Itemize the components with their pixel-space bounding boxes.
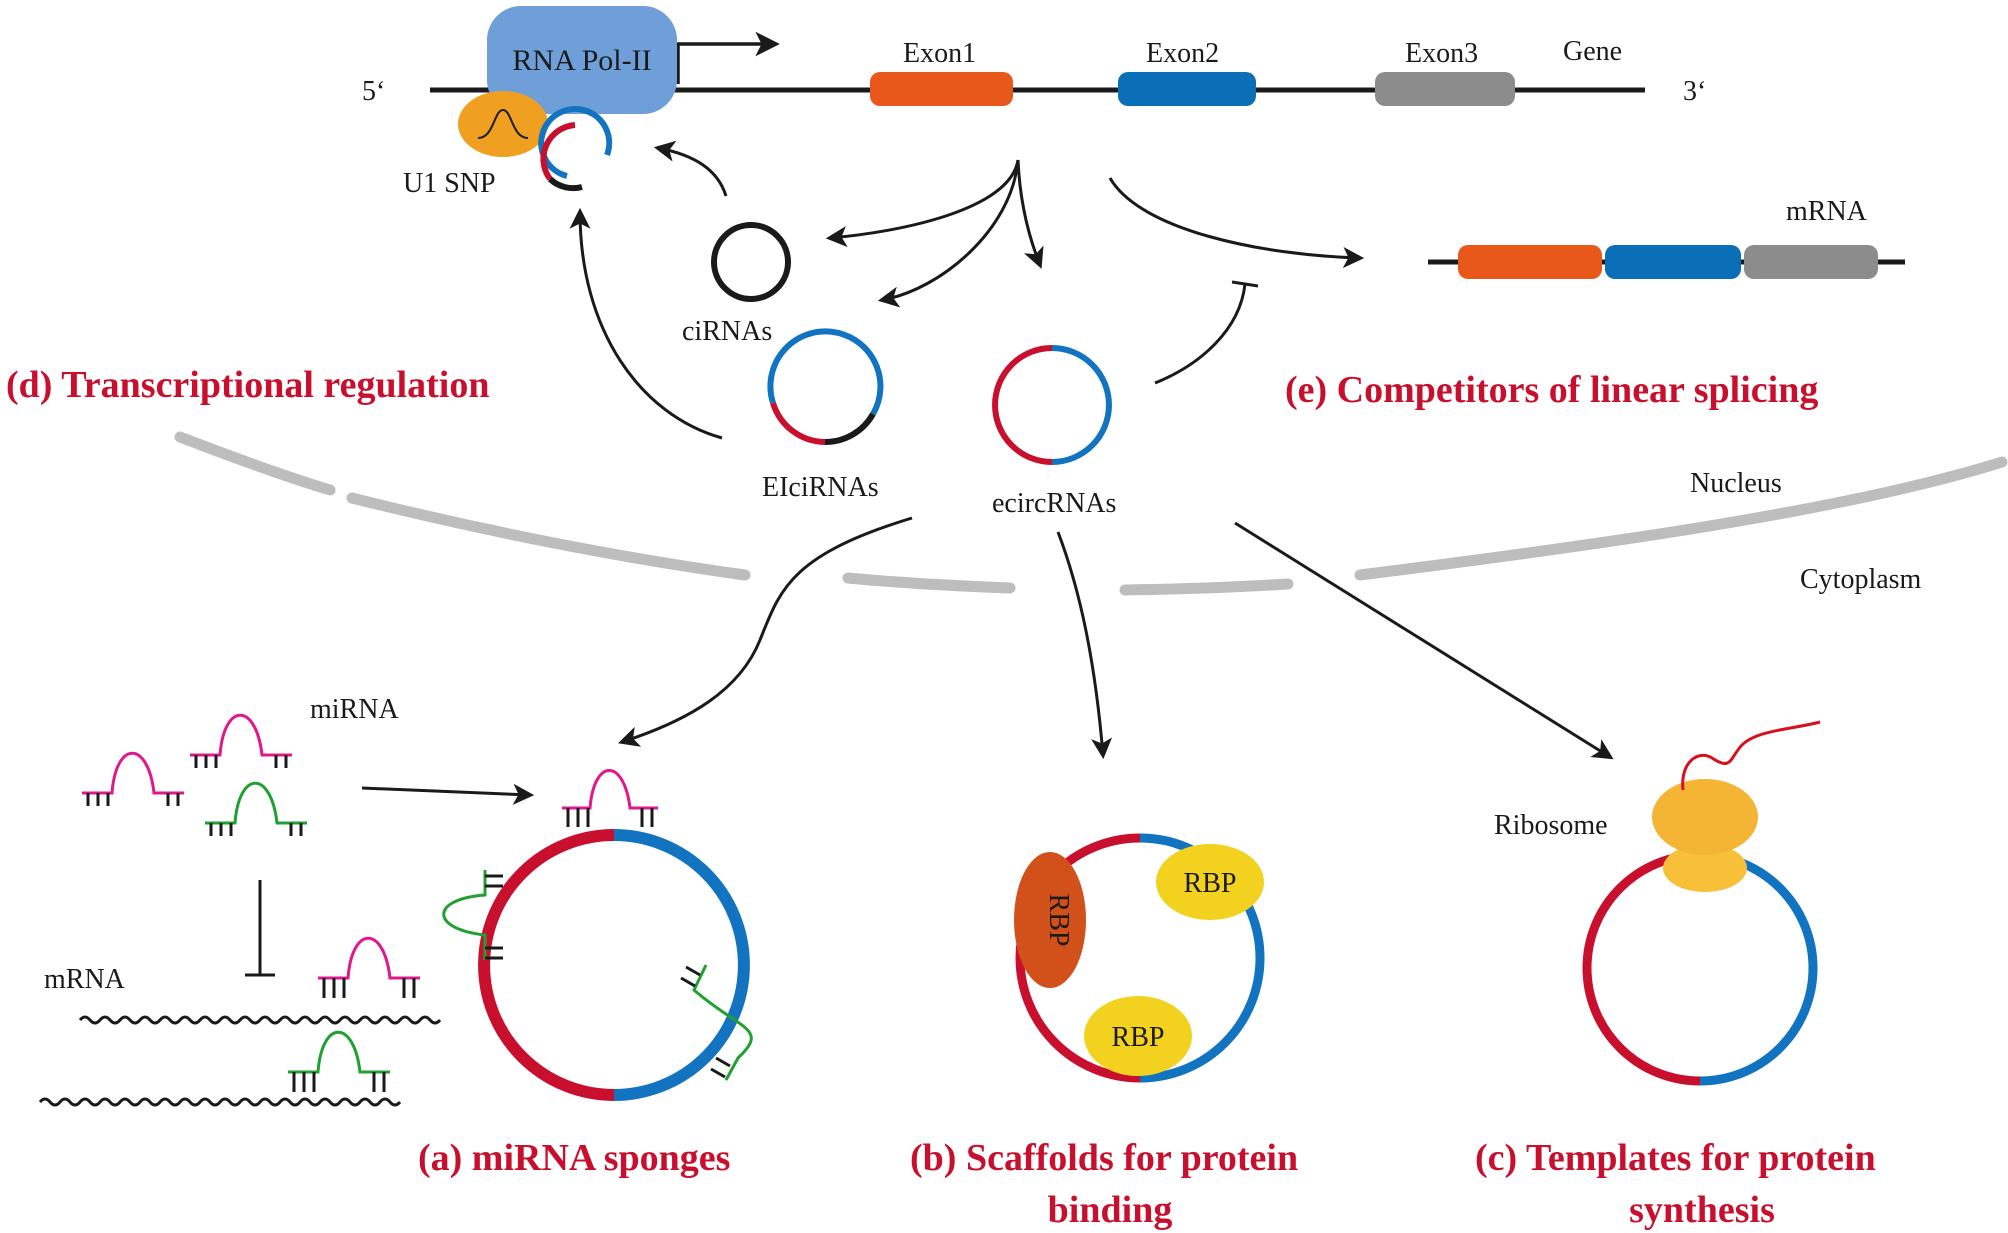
template-panel: Ribosome <box>1494 720 1821 1086</box>
gene-label: Gene <box>1563 36 1622 67</box>
title-scaffolds-line2: binding <box>1048 1189 1173 1231</box>
arrow-to-ecircrnas <box>1016 159 1044 269</box>
free-mirna-green <box>205 781 307 836</box>
exon2-label: Exon2 <box>1146 38 1219 69</box>
promoter-eicirna <box>538 106 613 192</box>
arrow-to-template <box>1234 521 1614 760</box>
rbp-bottom-label: RBP <box>1112 1022 1165 1053</box>
title-mirna-sponges: (a) miRNA sponges <box>418 1137 730 1179</box>
transcription-start-arrow <box>676 31 780 84</box>
bound-mrna-mirna-green <box>288 1030 390 1092</box>
arrow-to-cirnas <box>825 159 1020 248</box>
nascent-peptide <box>1681 720 1821 791</box>
rbp-left <box>1014 852 1086 988</box>
five-prime-label: 5‘ <box>362 76 385 107</box>
exon2-box <box>1118 72 1256 106</box>
exon1-box <box>870 72 1013 106</box>
rbp-top-right <box>1156 844 1264 920</box>
exon3-box <box>1375 72 1515 106</box>
mrna-sponge-label: mRNA <box>44 964 126 995</box>
arrow-cirna-to-promoter <box>653 140 728 197</box>
sponge-bound-mirna-left <box>442 870 503 960</box>
title-scaffolds-line1: (b) Scaffolds for protein <box>910 1137 1298 1179</box>
u1-snp-label: U1 SNP <box>403 168 496 199</box>
rbp-bottom <box>1084 996 1192 1076</box>
template-circrna <box>1582 850 1818 1086</box>
mirna-label: miRNA <box>310 694 399 725</box>
rbp-top-right-label: RBP <box>1184 868 1237 899</box>
rna-pol-ii <box>487 6 677 114</box>
cirnas-label: ciRNAs <box>682 316 772 347</box>
ribosome-small-subunit <box>1663 844 1747 892</box>
ecircrna-circle <box>992 345 1112 465</box>
u1-snp-loop <box>477 108 529 139</box>
ecircrnas-label: ecircRNAs <box>992 488 1116 519</box>
bound-mrna-mirna-magenta <box>318 936 420 998</box>
eicirna-circle <box>767 328 884 446</box>
ribosome-large-subunit <box>1652 779 1758 855</box>
cirna-circle <box>711 222 791 302</box>
mrna-wave-2 <box>38 1097 402 1107</box>
scaffold-panel: RBP RBP RBP <box>1014 833 1265 1083</box>
nucleus-label: Nucleus <box>1690 468 1782 499</box>
sponge-bound-mirna-right <box>680 964 753 1081</box>
mirna-sponge-panel: miRNA mRNA <box>38 694 753 1107</box>
arrow-to-eicirnas <box>877 159 1020 308</box>
arrow-to-scaffold <box>1056 531 1113 760</box>
title-templates-line1: (c) Templates for protein <box>1475 1137 1876 1179</box>
ribosome-label: Ribosome <box>1494 810 1608 841</box>
inhibition-bar <box>1231 280 1259 288</box>
exon1-label: Exon1 <box>903 38 976 69</box>
u1-snp <box>458 91 548 157</box>
mature-mrna <box>1428 245 1905 279</box>
eicirnas-label: EIciRNAs <box>762 472 879 503</box>
cytoplasm-label: Cytoplasm <box>1800 564 1922 595</box>
mrna-wave-1 <box>78 1015 442 1025</box>
free-mirna-magenta-top <box>190 713 292 768</box>
rbp-left-label: RBP <box>1043 894 1074 947</box>
rna-pol-ii-label: RNA Pol-II <box>512 44 651 77</box>
arrow-to-sponge <box>618 516 913 747</box>
sponge-bound-mirna-top <box>562 769 658 827</box>
arrow-to-mrna <box>1108 177 1365 268</box>
export-arrows <box>361 516 1614 805</box>
processing-arrows <box>569 140 1365 440</box>
sponge-circrna <box>478 829 750 1101</box>
mrna-top-label: mRNA <box>1786 196 1868 227</box>
arrow-eicirna-to-promoter <box>569 207 723 440</box>
title-templates-line2: synthesis <box>1629 1189 1775 1231</box>
nuclear-membrane <box>174 431 2008 596</box>
three-prime-label: 3‘ <box>1683 76 1706 107</box>
free-mirna-magenta-left <box>82 751 184 806</box>
gene-region: 5‘ 3‘ Gene Exon1 Exon2 Exon3 RNA Pol-II … <box>362 6 1706 199</box>
inhibition-linear-splicing <box>1154 283 1247 385</box>
exon3-label: Exon3 <box>1405 38 1478 69</box>
arrow-mirna-to-sponge <box>361 783 535 805</box>
title-transcriptional-regulation: (d) Transcriptional regulation <box>6 364 489 406</box>
title-competitors-linear-splicing: (e) Competitors of linear splicing <box>1285 369 1818 411</box>
